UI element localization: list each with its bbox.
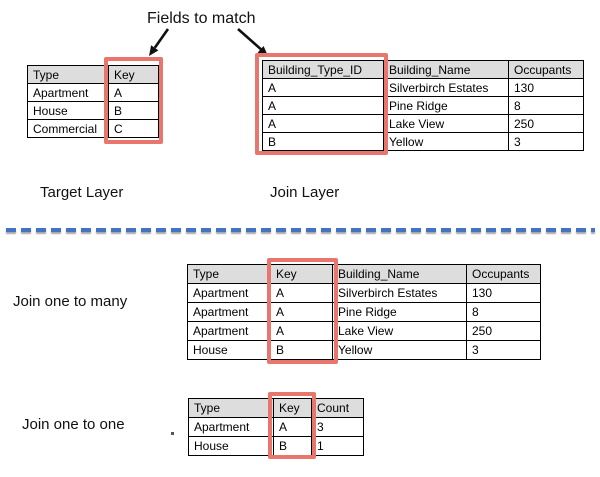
- table-cell: A: [270, 283, 333, 303]
- table-cell: Yellow: [332, 340, 467, 360]
- table-cell: A: [273, 417, 312, 437]
- table-cell: House: [188, 436, 274, 456]
- column-header: Type: [187, 264, 271, 284]
- target-layer-caption: Target Layer: [40, 184, 124, 201]
- join-one-to-many-caption: Join one to many: [13, 293, 128, 310]
- table-cell: 250: [508, 114, 584, 133]
- column-header: Type: [188, 398, 274, 418]
- table-cell: Silverbirch Estates: [332, 283, 467, 303]
- table-cell: 3: [508, 132, 584, 151]
- column-header: Count: [311, 398, 364, 418]
- arrow-down-right-icon: [237, 28, 268, 56]
- arrow-down-left-icon: [149, 28, 170, 56]
- table-cell: 8: [466, 302, 541, 322]
- table-cell: 8: [508, 96, 584, 115]
- table-cell: Apartment: [187, 283, 271, 303]
- table-cell: B: [262, 132, 384, 151]
- table-cell: Apartment: [27, 83, 109, 102]
- column-header: Type: [27, 65, 109, 84]
- table-cell: Apartment: [188, 417, 274, 437]
- table-cell: A: [262, 96, 384, 115]
- column-header: Building_Type_ID: [262, 60, 384, 79]
- table-cell: B: [108, 101, 159, 120]
- table-cell: A: [270, 302, 333, 322]
- table-cell: 3: [311, 417, 364, 437]
- table-cell: Yellow: [383, 132, 509, 151]
- column-header: Occupants: [466, 264, 541, 284]
- table-cell: A: [108, 83, 159, 102]
- dashed-separator-line: [6, 228, 595, 232]
- table-cell: 3: [466, 340, 541, 360]
- table-cell: A: [262, 78, 384, 97]
- table-cell: A: [262, 114, 384, 133]
- table-cell: 250: [466, 321, 541, 341]
- fields-to-match-label: Fields to match: [147, 10, 256, 27]
- table-cell: B: [273, 436, 312, 456]
- column-header: Key: [273, 398, 312, 418]
- table-cell: B: [270, 340, 333, 360]
- column-header: Occupants: [508, 60, 584, 79]
- stray-period-dot: [171, 432, 174, 435]
- join-one-to-one-caption: Join one to one: [22, 416, 125, 433]
- table-cell: House: [187, 340, 271, 360]
- table-cell: C: [108, 119, 159, 138]
- table-cell: Commercial: [27, 119, 109, 138]
- table-cell: Lake View: [383, 114, 509, 133]
- table-cell: Pine Ridge: [383, 96, 509, 115]
- fields-to-match-arrows: [149, 28, 268, 56]
- table-cell: Apartment: [187, 321, 271, 341]
- table-cell: Silverbirch Estates: [383, 78, 509, 97]
- table-cell: 130: [466, 283, 541, 303]
- table-cell: A: [270, 321, 333, 341]
- table-cell: 130: [508, 78, 584, 97]
- column-header: Key: [270, 264, 333, 284]
- table-cell: 1: [311, 436, 364, 456]
- column-header: Building_Name: [332, 264, 467, 284]
- column-header: Key: [108, 65, 159, 84]
- table-cell: Pine Ridge: [332, 302, 467, 322]
- table-cell: House: [27, 101, 109, 120]
- table-cell: Apartment: [187, 302, 271, 322]
- join-layer-caption: Join Layer: [270, 184, 340, 201]
- column-header: Building_Name: [383, 60, 509, 79]
- table-cell: Lake View: [332, 321, 467, 341]
